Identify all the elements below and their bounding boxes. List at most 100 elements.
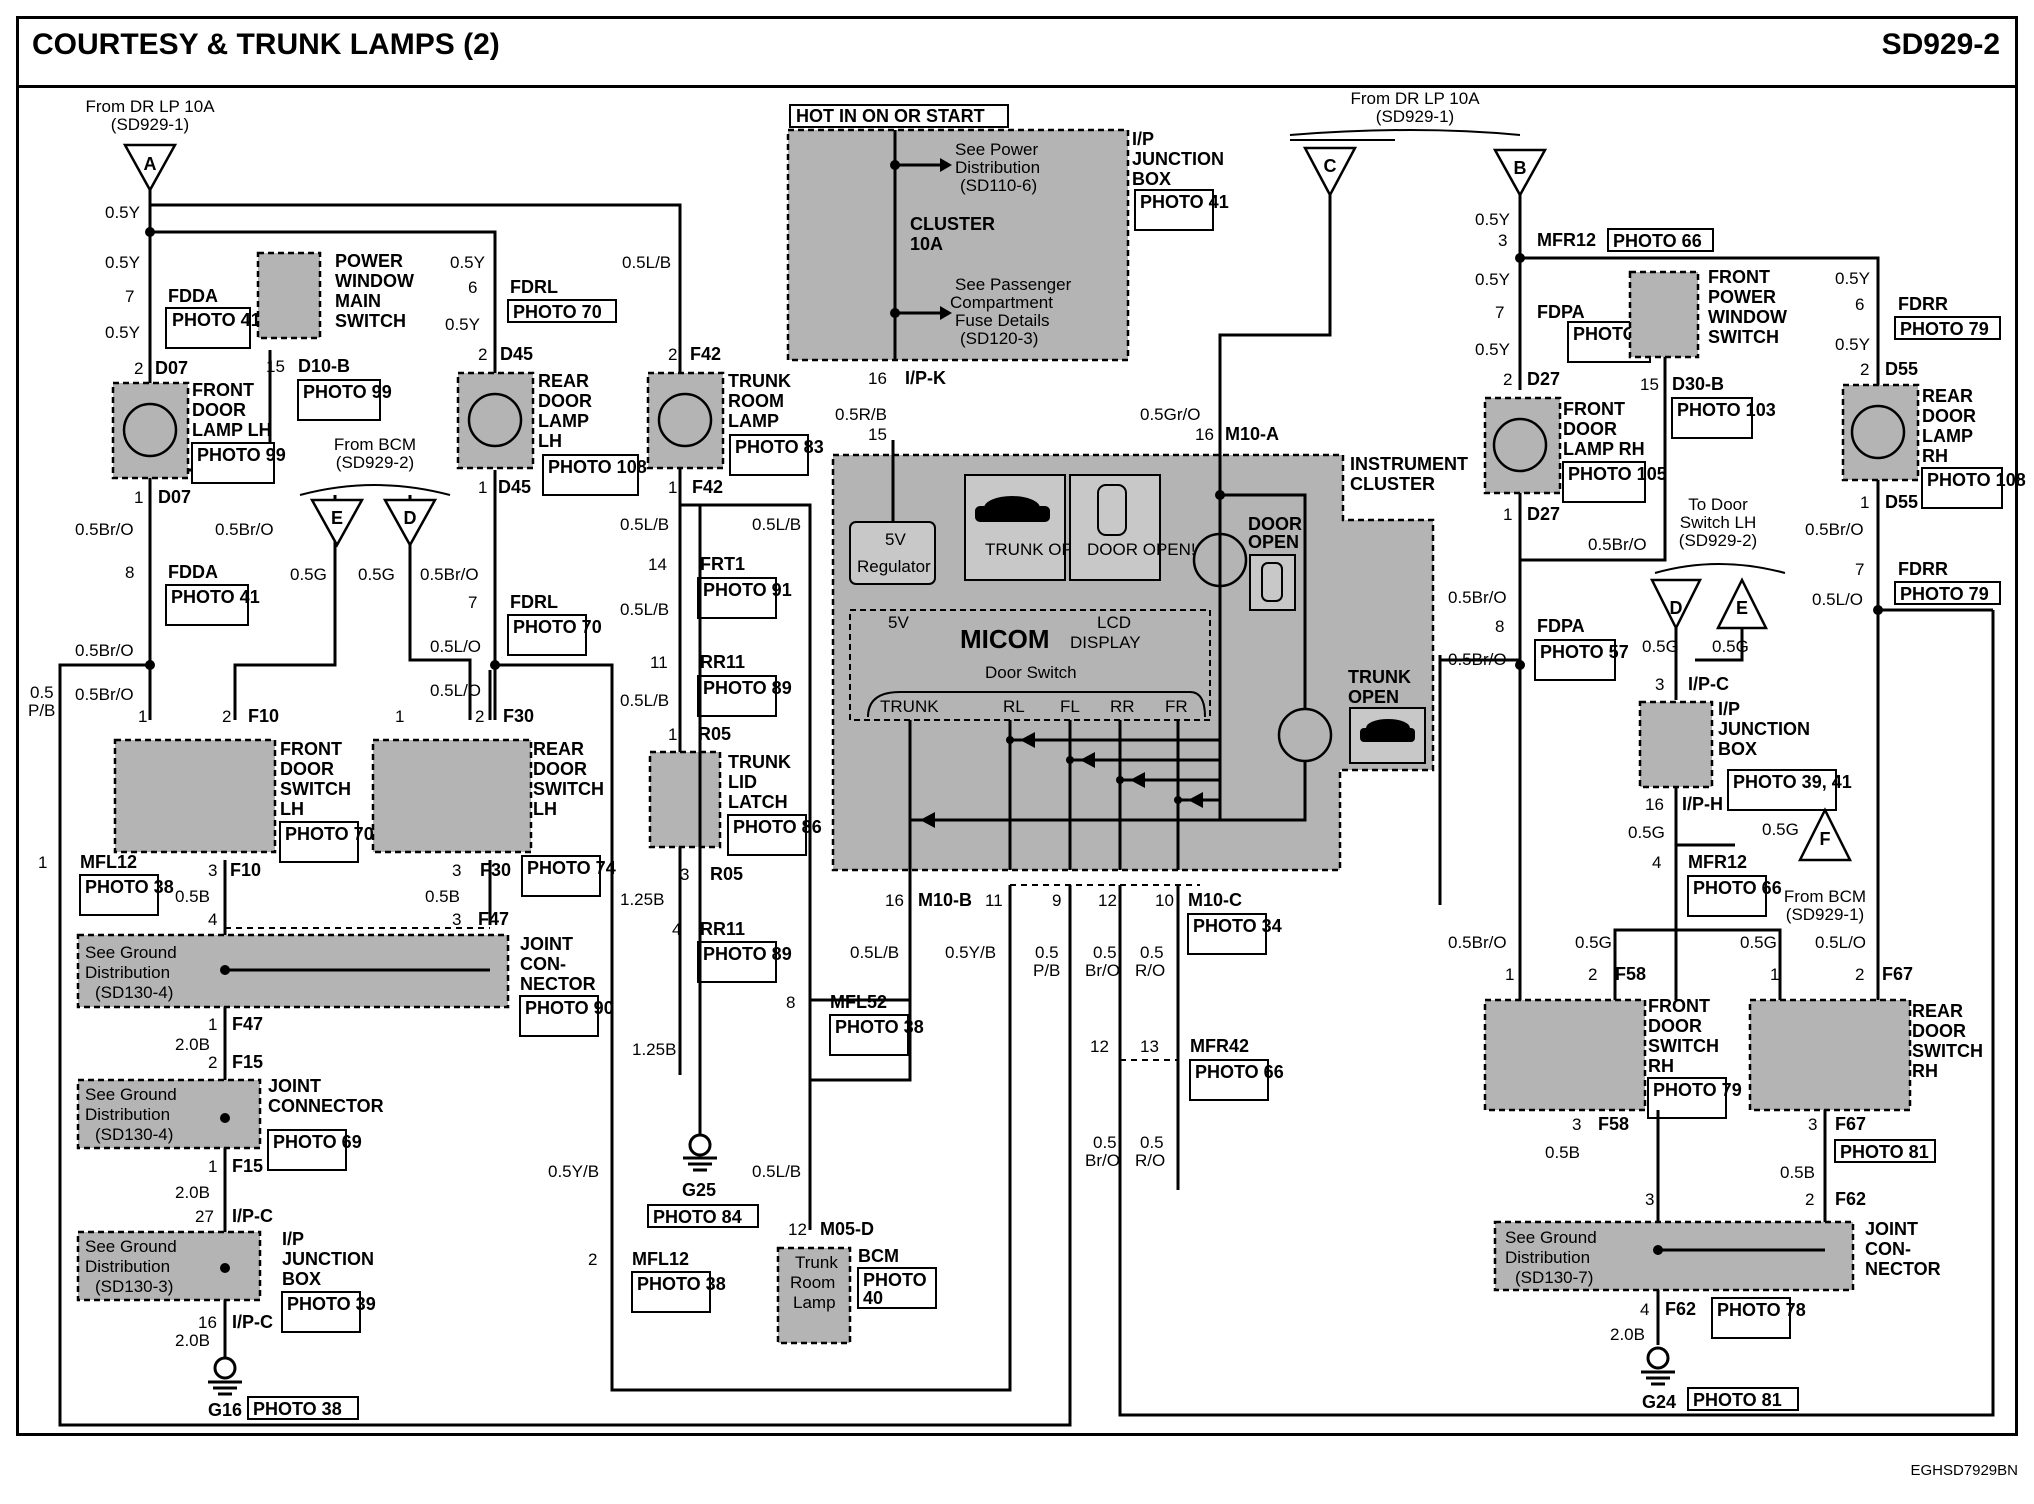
svg-text:D07: D07 [158,487,191,507]
trunk-room-lamp: 2 F42 TRUNK ROOM LAMP PHOTO 83 1 F42 [646,344,824,497]
svg-text:INSTRUMENT: INSTRUMENT [1350,454,1468,474]
svg-text:DOOR: DOOR [1648,1016,1702,1036]
svg-text:P/B: P/B [28,701,55,720]
svg-text:B: B [1514,158,1527,178]
connector-a: From DR LP 10A (SD929-1) A [85,97,215,193]
svg-text:PHOTO 108: PHOTO 108 [548,457,647,477]
svg-text:1: 1 [38,853,47,872]
svg-text:LAMP: LAMP [1922,426,1973,446]
svg-text:JUNCTION: JUNCTION [1132,149,1224,169]
svg-text:2: 2 [1503,370,1512,389]
diagram-frame [16,16,2018,1436]
svg-text:CLUSTER: CLUSTER [1350,474,1435,494]
connector-fdda-1: 7 FDDA PHOTO 41 [125,286,261,349]
svg-text:2: 2 [1805,1190,1814,1209]
svg-text:F30: F30 [480,860,511,880]
svg-text:RH: RH [1922,446,1948,466]
svg-text:8: 8 [786,993,795,1012]
svg-text:D30-B: D30-B [1672,374,1724,394]
svg-text:Br/O: Br/O [1085,961,1120,980]
svg-text:DOOR: DOOR [1248,514,1302,534]
svg-text:2: 2 [668,345,677,364]
svg-text:D: D [404,508,417,528]
svg-text:BOX: BOX [1718,739,1757,759]
svg-text:(SD929-1): (SD929-1) [1376,107,1454,126]
svg-text:BCM: BCM [858,1246,899,1266]
svg-text:3: 3 [208,861,217,880]
svg-text:F58: F58 [1598,1114,1629,1134]
svg-text:REAR: REAR [533,739,584,759]
svg-text:0.5: 0.5 [1093,943,1117,962]
svg-text:DOOR: DOOR [538,391,592,411]
svg-text:8: 8 [1495,617,1504,636]
svg-text:3: 3 [1655,675,1664,694]
svg-text:FDRR: FDRR [1898,559,1948,579]
connector-rr11-1: 11 RR11 PHOTO 89 [650,652,792,717]
svg-text:PHOTO 79: PHOTO 79 [1653,1080,1742,1100]
svg-text:1: 1 [668,725,677,744]
svg-text:0.5L/B: 0.5L/B [752,1162,801,1181]
svg-text:FRONT: FRONT [1648,996,1710,1016]
svg-text:1: 1 [208,1157,217,1176]
svg-text:(SD120-3): (SD120-3) [960,329,1038,348]
svg-text:3: 3 [1572,1115,1581,1134]
svg-text:4: 4 [1652,853,1661,872]
svg-text:CON-: CON- [1865,1239,1911,1259]
rear-door-switch-rh: 1 2 F67 REAR DOOR SWITCH RH 3 F67 PHOTO … [1748,964,1983,1163]
svg-text:TRUNK: TRUNK [728,752,791,772]
connector-fdpa-2: 8 FDPA PHOTO 57 [1495,616,1629,681]
svg-text:DOOR: DOOR [280,759,334,779]
svg-text:PHOTO: PHOTO [863,1270,927,1290]
svg-text:SWITCH: SWITCH [335,311,406,331]
joint-connector-1: 4 3 F47 See Ground Distribution (SD130-4… [76,909,614,1037]
svg-text:E: E [1736,598,1748,618]
svg-text:12: 12 [788,1220,807,1239]
svg-text:MAIN: MAIN [335,291,381,311]
svg-text:0.5Y: 0.5Y [1835,335,1870,354]
svg-text:(SD110-6): (SD110-6) [960,176,1037,195]
connector-mfr12-2: 4 MFR12 PHOTO 66 [1652,852,1782,917]
svg-text:PHOTO 41: PHOTO 41 [1140,192,1229,212]
left-wiring [58,190,1072,1427]
svg-text:To Door: To Door [1688,495,1748,514]
svg-text:12: 12 [1090,1037,1109,1056]
svg-text:PHOTO 66: PHOTO 66 [1613,231,1702,251]
svg-text:1.25B: 1.25B [620,890,664,909]
svg-text:PHOTO 38: PHOTO 38 [85,877,174,897]
trunk-lid-latch: 1 R05 TRUNK LID LATCH PHOTO 86 3 R05 [648,724,822,884]
svg-text:I/P-C: I/P-C [1688,674,1729,694]
svg-text:0.5L/O: 0.5L/O [1812,590,1863,609]
svg-text:Distribution: Distribution [85,1105,170,1124]
svg-text:RH: RH [1912,1061,1938,1081]
svg-text:Distribution: Distribution [85,963,170,982]
svg-text:(SD929-2): (SD929-2) [336,453,414,472]
svg-text:0.5Br/O: 0.5Br/O [420,565,479,584]
svg-text:I/P-K: I/P-K [905,368,946,388]
svg-text:Compartment: Compartment [950,293,1053,312]
svg-text:2: 2 [1588,965,1597,984]
svg-text:1: 1 [1505,965,1514,984]
svg-text:JOINT: JOINT [520,934,573,954]
svg-text:LAMP LH: LAMP LH [192,420,272,440]
svg-text:REAR: REAR [1912,1001,1963,1021]
svg-text:MFL12: MFL12 [80,852,137,872]
svg-text:1: 1 [1770,965,1779,984]
svg-text:HOT IN ON OR START: HOT IN ON OR START [796,106,985,126]
svg-text:LH: LH [533,799,557,819]
svg-text:Distribution: Distribution [955,158,1040,177]
svg-text:0.5G: 0.5G [1740,933,1777,952]
svg-text:PHOTO 86: PHOTO 86 [733,817,822,837]
ip-junction-box-top: HOT IN ON OR START CLUSTER 10A See Power… [786,104,1229,388]
rear-door-lamp-rh: 0.5Y 6 FDRR PHOTO 79 0.5Y 2 D55 REAR DOO… [1805,269,2026,609]
svg-text:4: 4 [1640,1300,1649,1319]
svg-text:Trunk: Trunk [795,1253,838,1272]
svg-text:2.0B: 2.0B [1610,1325,1645,1344]
svg-text:BOX: BOX [1132,169,1171,189]
connector-mfr42: 12 13 MFR42 PHOTO 66 [1090,1036,1284,1101]
svg-text:40: 40 [863,1288,883,1308]
svg-text:See Ground: See Ground [85,943,177,962]
bcm-left-connectors: From BCM (SD929-2) E D [299,435,451,548]
svg-text:PHOTO 57: PHOTO 57 [1540,642,1629,662]
svg-text:M10-C: M10-C [1188,890,1242,910]
svg-text:0.5L/B: 0.5L/B [620,515,669,534]
